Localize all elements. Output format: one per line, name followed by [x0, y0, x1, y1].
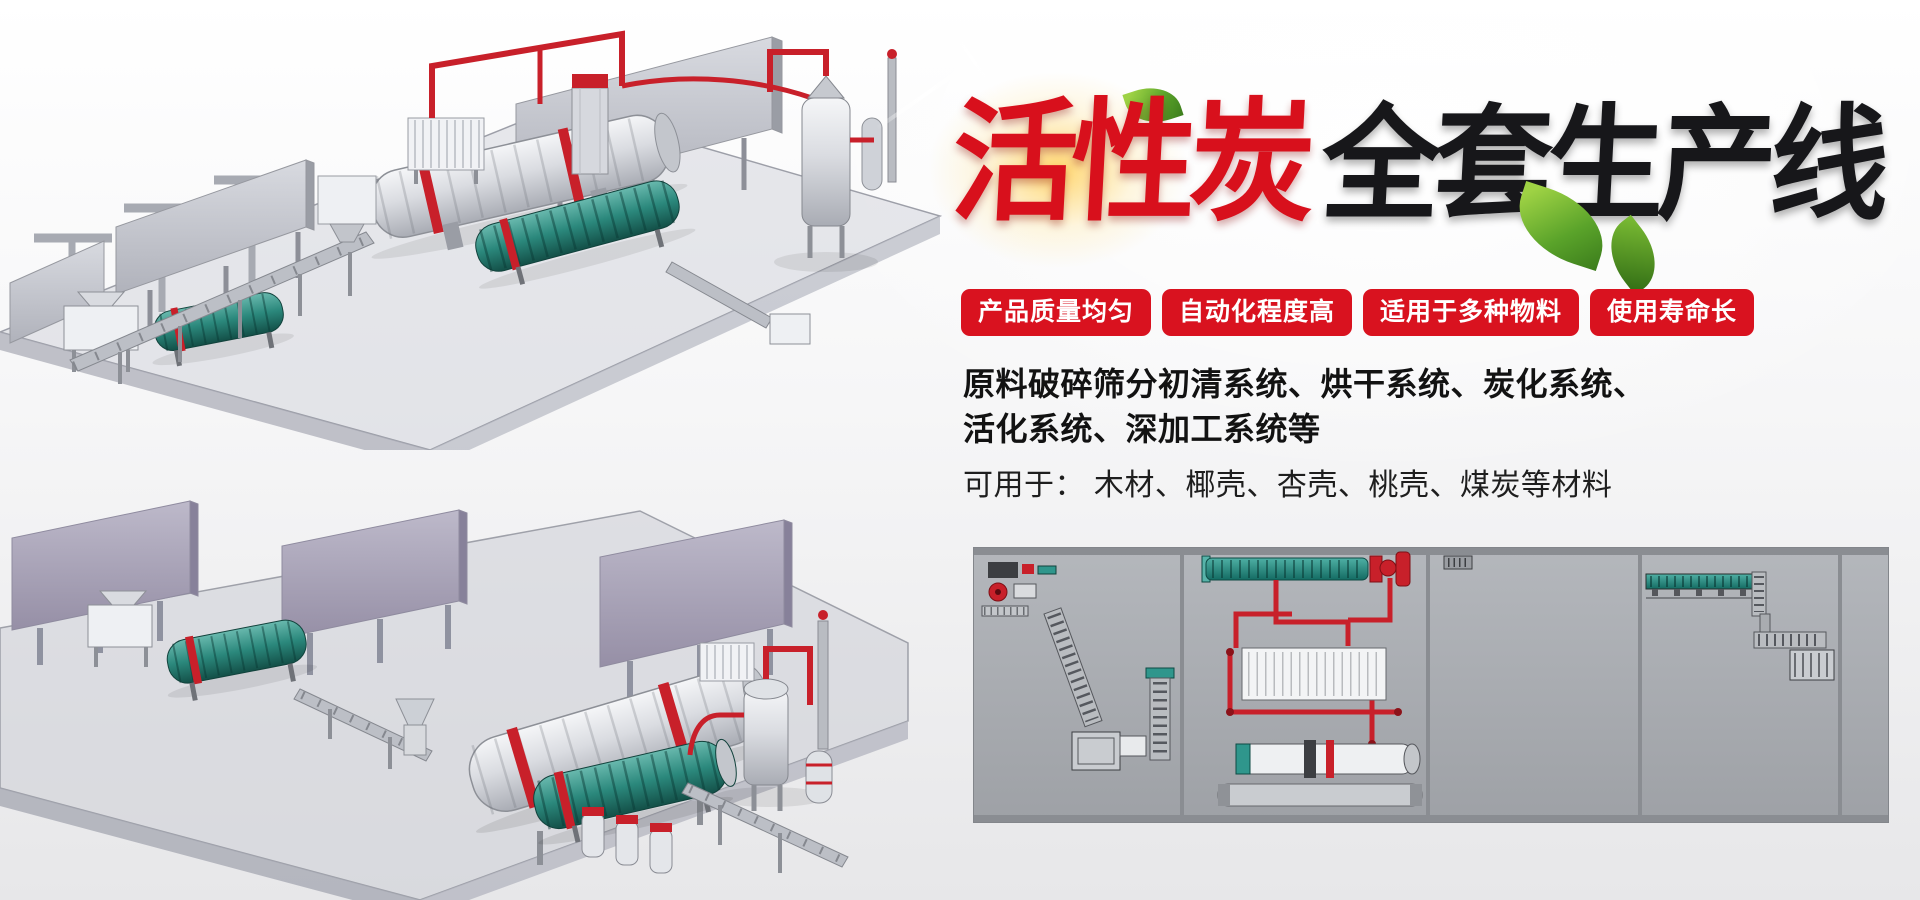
title-black-text: 全套生产线 — [1318, 92, 1887, 238]
title-red-text: 活性炭 — [948, 85, 1313, 240]
pipe-joints — [1226, 648, 1402, 748]
cooling-drum — [475, 179, 696, 289]
carbonization-furnace — [687, 610, 833, 811]
feeder-hopper — [87, 590, 153, 667]
dust-collector — [407, 117, 485, 184]
bucket-elevator — [1119, 667, 1175, 761]
discharge-conveyor — [665, 261, 811, 345]
feature-badge-materials: 适用于多种物料 — [1363, 289, 1580, 336]
feature-badges: 产品质量均匀 自动化程度高 适用于多种物料 使用寿命长 — [961, 289, 1755, 336]
rotary-drum-plan — [1235, 740, 1421, 778]
materials-line: 可用于： 木材、椰壳、杏壳、桃壳、煤炭等材料 — [963, 469, 1613, 502]
schematic-panel — [973, 547, 1889, 823]
infeed-conveyor — [69, 231, 375, 384]
feature-badge-quality: 产品质量均匀 — [961, 289, 1152, 336]
plant-walls — [974, 548, 1888, 822]
storage-tanks — [581, 807, 673, 874]
screening-drum — [166, 619, 318, 701]
carbonization-furnace — [767, 49, 897, 272]
crusher-fan-unit — [981, 562, 1057, 617]
wall-vent — [1443, 555, 1473, 570]
systems-line-1: 原料破碎筛分初清系统、烘干系统、炭化系统、 — [963, 366, 1646, 402]
production-line-render-top-icon — [0, 30, 943, 450]
feature-badge-automation: 自动化程度高 — [1162, 289, 1353, 336]
feature-badge-lifespan: 使用寿命长 — [1590, 289, 1755, 336]
plate-settler — [1241, 647, 1387, 701]
production-line-render-bottom-icon — [0, 500, 909, 900]
process-tower — [571, 74, 609, 175]
cooling-drum-plan — [1217, 783, 1423, 807]
transfer-conveyor — [293, 688, 433, 769]
red-piping — [1227, 578, 1398, 744]
platform — [0, 105, 943, 450]
safety-walls — [11, 500, 793, 668]
main-title: 活性炭全套生产线 — [948, 85, 1887, 240]
feed-tower — [395, 698, 435, 756]
outfeed-conveyor — [681, 782, 849, 873]
discharge-hopper — [317, 175, 377, 243]
packing-conveyor — [1645, 571, 1835, 681]
systems-line-2: 活化系统、深加工系统等 — [963, 410, 1321, 447]
production-line-schematic-icon — [974, 548, 1888, 822]
feed-elevator — [1043, 607, 1121, 771]
overhead-red-piping — [429, 30, 813, 118]
dryer-cylinder — [1201, 551, 1411, 587]
systems-description: 原料破碎筛分初清系统、烘干系统、炭化系统、 活化系统、深加工系统等 — [963, 362, 1646, 452]
